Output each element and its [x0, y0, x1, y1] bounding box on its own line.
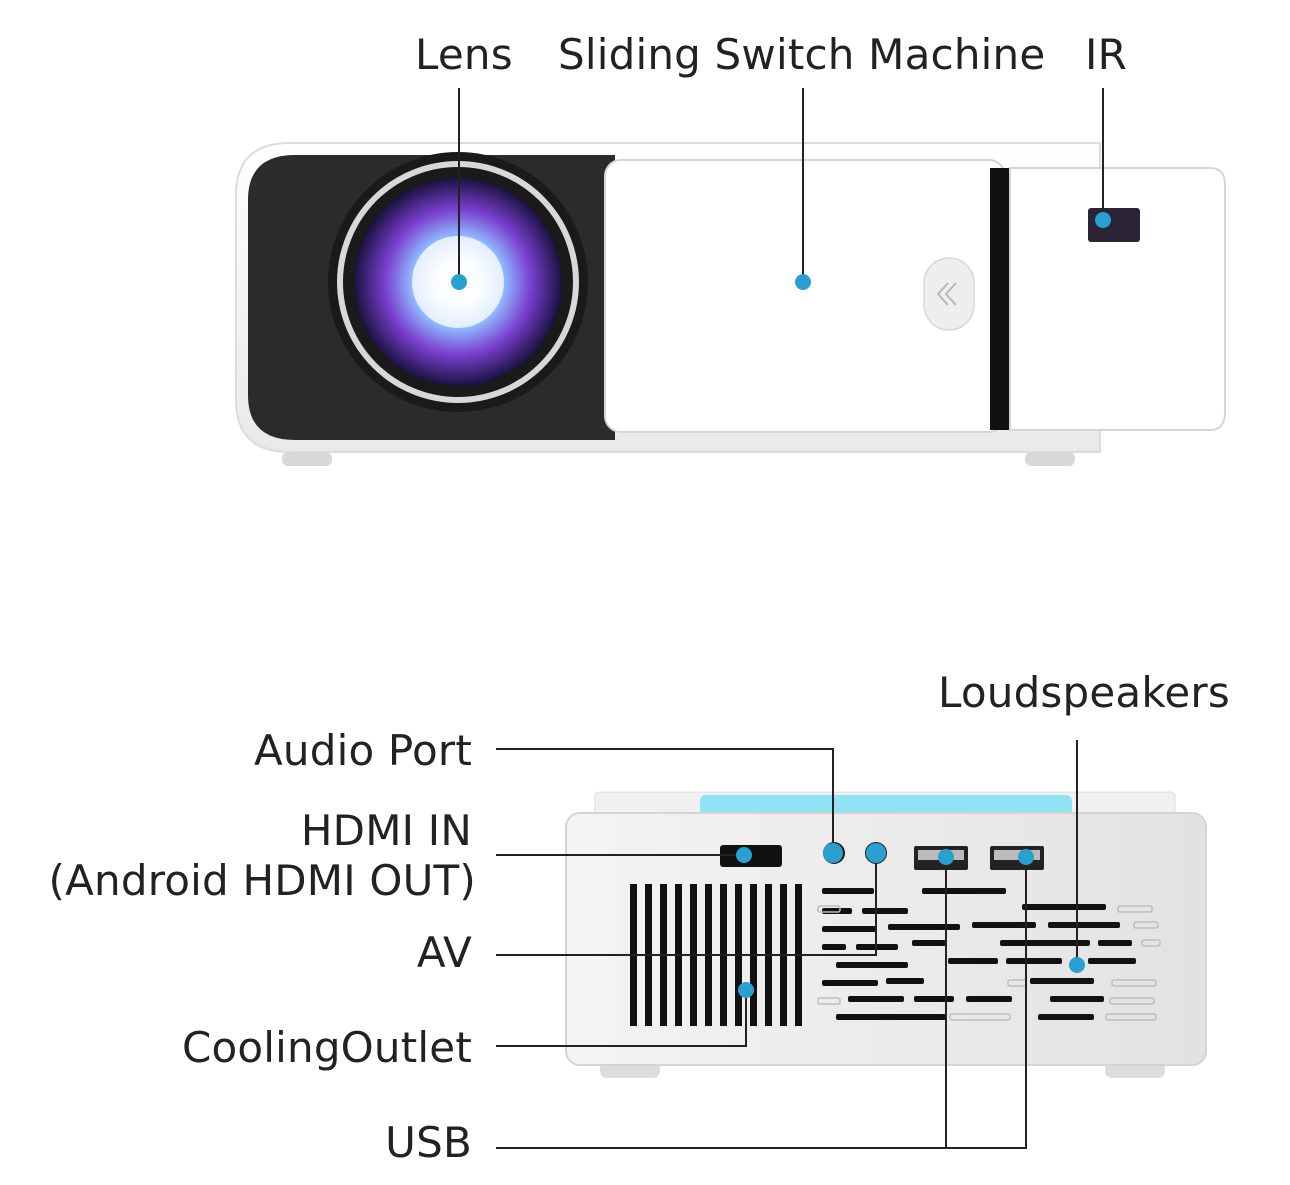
front-foot-right: [1025, 452, 1075, 466]
cover-slot: [990, 168, 1010, 430]
front-foot-left: [282, 452, 332, 466]
projector-rear-view: [565, 791, 1207, 1078]
loudspeaker-grille: [822, 888, 1136, 1020]
audio-port-leader: [496, 748, 834, 853]
label-lens: Lens: [415, 30, 513, 79]
markers: [451, 212, 1111, 998]
front-right-section: [1009, 167, 1226, 431]
av-leader: [496, 853, 877, 956]
label-ir: IR: [1085, 30, 1127, 79]
label-sliding-switch: Sliding Switch Machine: [558, 30, 1046, 79]
label-cooling-outlet: CoolingOutlet: [181, 1023, 472, 1072]
av-marker: [866, 843, 886, 863]
chevron-left-icon: [936, 282, 957, 306]
usb-leader: [496, 857, 1027, 1149]
lens-marker: [451, 274, 467, 290]
rear-top-glow: [700, 795, 1072, 815]
label-av: AV: [416, 928, 472, 977]
label-loudspeakers: Loudspeakers: [938, 668, 1230, 717]
hdmi-marker: [736, 847, 752, 863]
usb-2-marker: [1018, 849, 1034, 865]
label-hdmi-in: HDMI IN: [300, 806, 472, 855]
loudspeaker-grille-light: [817, 905, 1161, 1021]
sliding-switch-marker: [795, 274, 811, 290]
label-audio-port: Audio Port: [254, 726, 472, 775]
label-usb: USB: [385, 1118, 472, 1167]
usb-port-2-inner: [994, 850, 1040, 860]
ir-marker: [1095, 212, 1111, 228]
leader-lines: [458, 88, 1104, 1149]
ir-window: [1088, 208, 1140, 242]
loudspeakers-marker: [1069, 957, 1085, 973]
cooling-outlet-marker: [738, 982, 754, 998]
audio-port-marker: [823, 843, 843, 863]
sliding-switch-knob: [923, 257, 975, 331]
usb-1-marker: [938, 849, 954, 865]
label-android-hdmi-out: (Android HDMI OUT): [48, 856, 476, 905]
projector-front-view: [235, 142, 1226, 466]
cooling-outlet-leader: [496, 990, 747, 1047]
